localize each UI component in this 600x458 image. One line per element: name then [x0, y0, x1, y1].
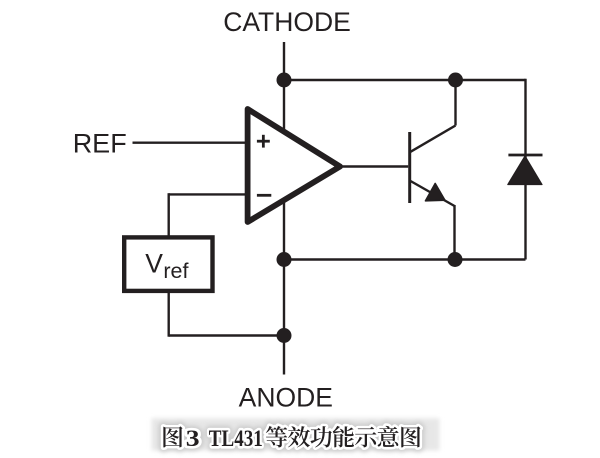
svg-text:TL431: TL431: [209, 426, 263, 452]
svg-text:3: 3: [186, 425, 200, 452]
svg-text:ref: ref: [163, 259, 188, 283]
svg-text:TL431: TL431: [209, 426, 263, 452]
svg-text:CATHODE: CATHODE: [223, 7, 351, 37]
svg-text:ANODE: ANODE: [239, 383, 333, 413]
svg-text:V: V: [145, 249, 163, 279]
svg-text:3: 3: [186, 425, 200, 452]
svg-text:TL431: TL431: [209, 426, 263, 452]
svg-text:3: 3: [186, 425, 200, 452]
svg-text:REF: REF: [73, 129, 127, 159]
